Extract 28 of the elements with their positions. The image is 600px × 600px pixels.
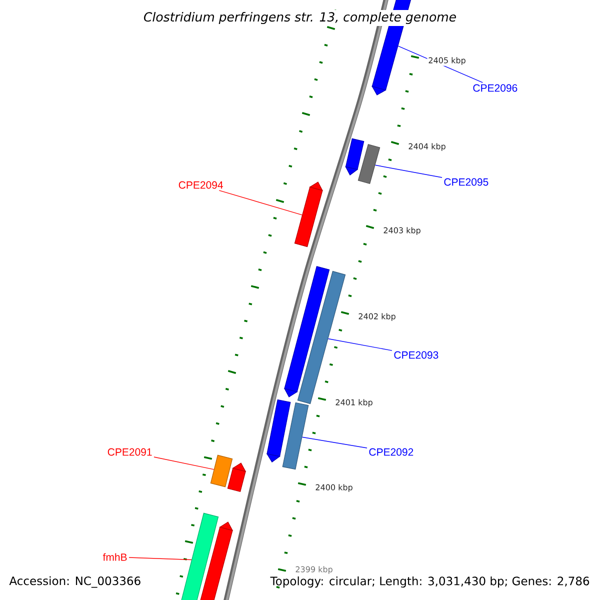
gene-label: CPE2092	[369, 448, 414, 456]
scale-label: 2400 kbp	[314, 483, 354, 493]
scale-label: 2405 kbp	[427, 56, 467, 66]
title: Clostridium perfringens str. 13, complete genome	[141, 10, 459, 26]
gene-label: CPE2094	[178, 181, 223, 189]
scale-label: 2401 kbp	[334, 398, 374, 408]
gene-feature	[282, 402, 309, 470]
gene-label: CPE2093	[394, 351, 438, 359]
gene-label: fmhB	[102, 553, 127, 561]
gene-feature	[180, 512, 219, 600]
leader-line	[154, 456, 214, 470]
leader-line	[218, 190, 302, 216]
gene-feature	[345, 138, 364, 176]
gene-label: CPE2091	[108, 448, 152, 456]
gene-label: CPE2096	[473, 84, 518, 92]
gene-feature	[210, 454, 233, 488]
gene-label: CPE2095	[444, 178, 488, 186]
leader-line	[302, 436, 368, 448]
gene-feature	[358, 144, 380, 184]
genome-info-text: Topology: circular; Length: 3,031,430 bp; Genes: 2,786	[270, 576, 590, 588]
leader-line	[128, 557, 192, 560]
scale-label: 2399 kbp	[294, 565, 334, 575]
accession-text: Accession: NC_003366	[9, 576, 140, 588]
leader-line	[328, 338, 392, 351]
scale-label: 2402 kbp	[357, 312, 397, 322]
scale-label: 2403 kbp	[382, 226, 422, 236]
leader-line	[374, 164, 442, 178]
scale-label: 2404 kbp	[407, 142, 447, 152]
